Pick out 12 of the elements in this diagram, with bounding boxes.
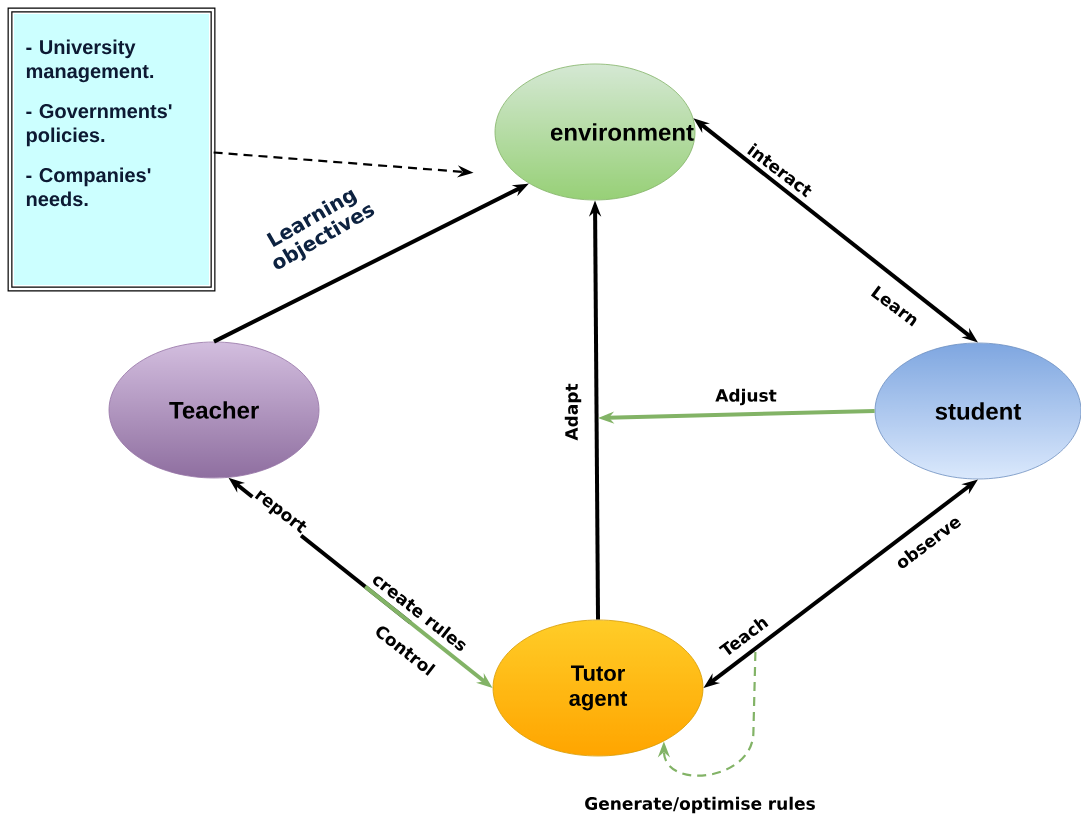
list-item: - Companies' needs.: [26, 167, 151, 207]
edge-label: Generate/optimise rules: [585, 796, 815, 814]
note-box: [7, 7, 216, 292]
arrow: [657, 651, 757, 777]
ellipse-node: student: [874, 342, 1081, 480]
ellipse-node: environment: [494, 63, 696, 201]
edge-label: Adjust: [715, 388, 777, 406]
list-item: - Governments' policies.: [26, 104, 172, 147]
ellipse-node: Teacher: [108, 341, 320, 479]
edge-label: Adapt: [564, 383, 582, 441]
list-item: - University management.: [26, 39, 154, 83]
ellipse-node: Tutor agent: [492, 619, 704, 757]
